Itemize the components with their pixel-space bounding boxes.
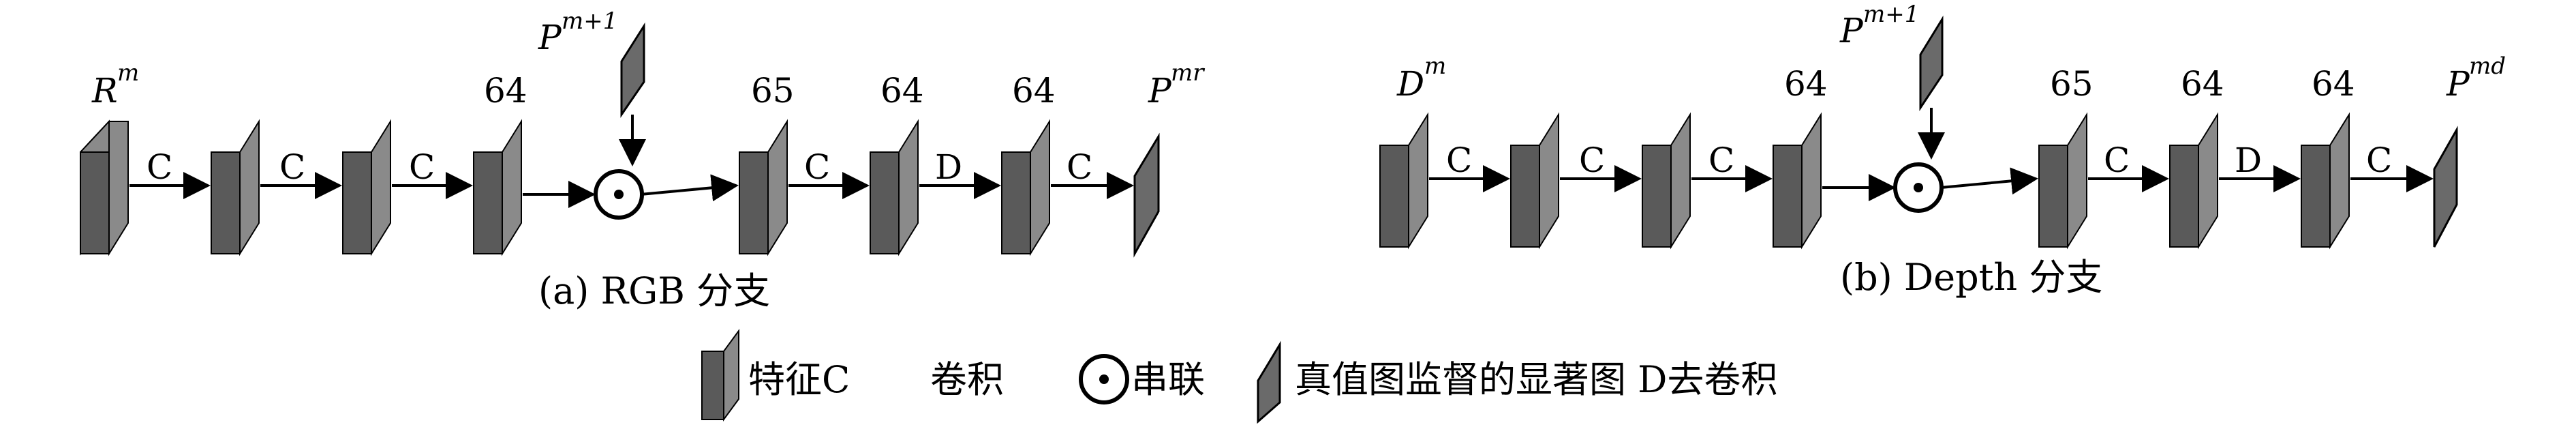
legend-feature-block-icon <box>701 328 739 422</box>
rgb-pool-sup: m+1 <box>562 8 617 35</box>
depth-op-label: C <box>2104 141 2130 180</box>
depth-branch: D m P m <box>1379 1 2506 299</box>
depth-input-sup: m <box>1424 53 1446 80</box>
depth-channel-count: 65 <box>2050 64 2094 104</box>
depth-caption: (b) Depth 分支 <box>1840 256 2102 299</box>
depth-channel-count: 64 <box>1784 64 1828 104</box>
feature-block <box>80 119 129 256</box>
concat-icon <box>1893 162 1944 213</box>
feature-block <box>870 119 919 256</box>
feature-block <box>2169 112 2218 250</box>
legend: 特征C 卷积 串联 真值图监督的显著图 D去卷积 <box>701 328 1777 424</box>
legend-saliency-icon <box>1257 340 1281 424</box>
flow-arrow <box>640 174 739 202</box>
rgb-input-sup: m <box>117 59 139 87</box>
rgb-pool-saliency-map <box>620 22 645 118</box>
rgb-branch: R m <box>80 8 1205 312</box>
depth-op-label: C <box>1708 141 1734 180</box>
feature-block <box>1001 119 1050 256</box>
feature-block <box>1510 112 1559 250</box>
depth-pool-saliency-map <box>1919 15 1944 111</box>
legend-concat-icon <box>1079 354 1129 404</box>
depth-saliency-map <box>2433 126 2458 248</box>
depth-input-label: D <box>1396 64 1424 104</box>
rgb-output-sup: mr <box>1171 59 1205 87</box>
rgb-saliency-map <box>1133 132 1160 258</box>
rgb-op-label: C <box>804 147 830 187</box>
depth-op-label: C <box>1579 141 1605 180</box>
legend-saliency-label: 真值图监督的显著图 D去卷积 <box>1295 358 1777 401</box>
feature-block <box>1379 112 1428 250</box>
rgb-channel-count: 64 <box>880 71 924 111</box>
legend-feature-label: 特征C <box>748 358 850 401</box>
rgb-op-label: C <box>279 147 305 187</box>
rgb-op-label: C <box>409 147 435 187</box>
feature-block <box>342 119 391 256</box>
rgb-pool-label: P <box>538 18 562 57</box>
depth-op-label: C <box>1446 141 1472 180</box>
rgb-output-label: P <box>1148 71 1172 111</box>
depth-channel-count: 64 <box>2181 64 2224 104</box>
rgb-op-label: D <box>935 147 962 187</box>
depth-op-label: C <box>2366 141 2392 180</box>
feature-block <box>211 119 260 256</box>
concat-icon <box>594 169 644 220</box>
rgb-channel-count: 64 <box>484 71 527 111</box>
depth-output-label: P <box>2446 64 2470 104</box>
feature-block <box>1642 112 1691 250</box>
legend-conv-label: 卷积 <box>930 358 1004 401</box>
feature-block <box>2301 112 2350 250</box>
rgb-op-label: C <box>147 147 172 187</box>
feature-block <box>2038 112 2087 250</box>
rgb-channel-count: 65 <box>751 71 795 111</box>
rgb-op-label: C <box>1067 147 1092 187</box>
depth-output-sup: md <box>2469 53 2506 80</box>
rgb-channel-count: 64 <box>1012 71 1056 111</box>
feature-block <box>1773 112 1822 250</box>
depth-pool-sup: m+1 <box>1863 1 1919 28</box>
depth-channel-count: 64 <box>2312 64 2355 104</box>
feature-block <box>739 119 788 256</box>
depth-pool-label: P <box>1839 11 1864 50</box>
depth-op-label: D <box>2235 141 2262 180</box>
feature-block <box>473 119 522 256</box>
legend-concat-label: 串联 <box>1131 358 1205 401</box>
rgb-caption: (a) RGB 分支 <box>538 269 770 312</box>
rgb-input-label: R <box>91 71 118 111</box>
flow-arrow <box>1940 167 2038 195</box>
